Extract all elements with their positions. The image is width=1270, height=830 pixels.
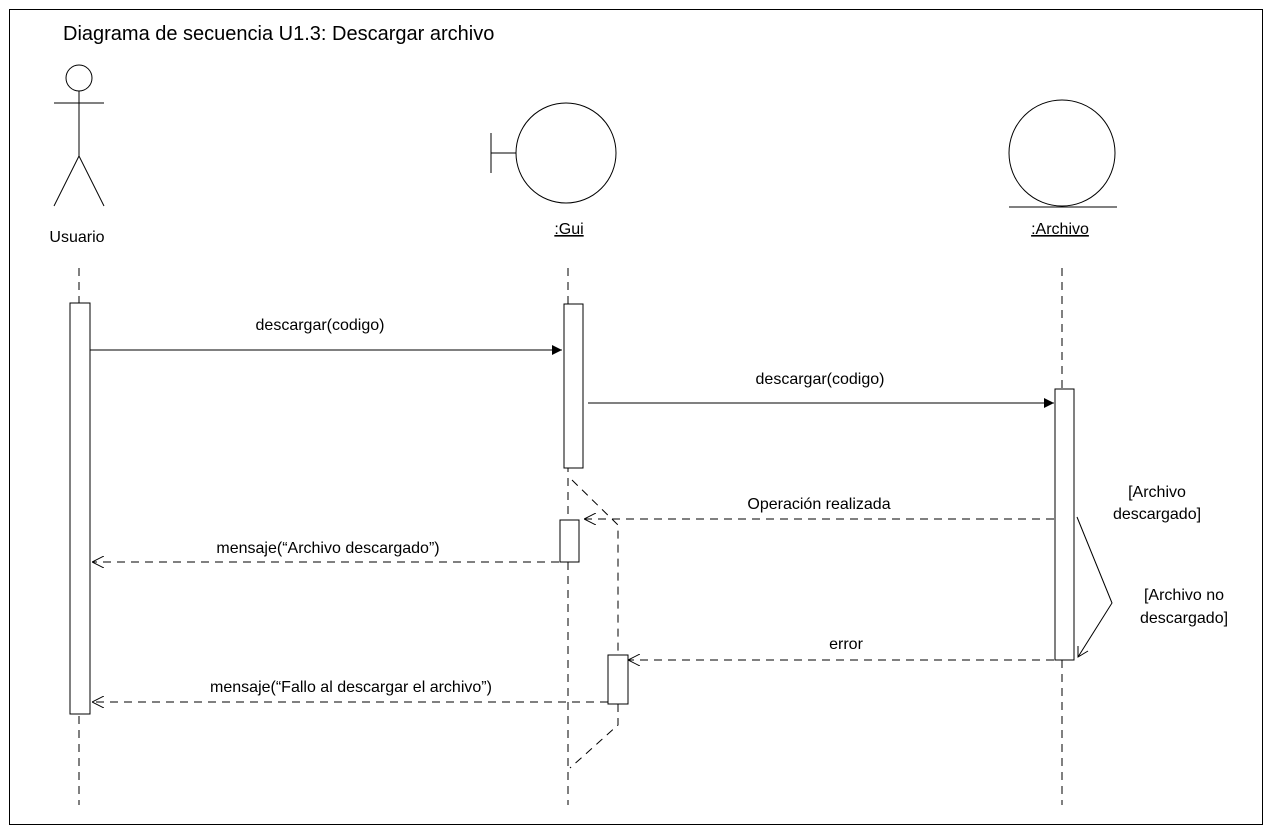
diagram-title: Diagrama de secuencia U1.3: Descargar ar… [63, 23, 494, 45]
activation-usuario [69, 302, 91, 715]
message-label-3: Operación realizada [747, 496, 890, 513]
entity-icon [1008, 99, 1117, 208]
participant-archivo: :Archivo [1008, 99, 1117, 238]
participant-gui: :Gui [490, 102, 617, 238]
guard-success: [Archivo descargado] [1113, 484, 1201, 523]
guard-success-line2: descargado] [1113, 506, 1201, 523]
guard-branch-connector [1076, 516, 1113, 658]
gui-label: :Gui [554, 221, 583, 238]
guard-failure: [Archivo no descargado] [1140, 587, 1228, 627]
activation-archivo [1054, 388, 1075, 661]
guard-branch-arrowhead [1077, 646, 1089, 658]
diagram-frame [9, 9, 1263, 825]
actor-label: Usuario [49, 229, 104, 246]
message-label-6: mensaje(“Fallo al descargar el archivo”) [210, 679, 492, 696]
guard-failure-line1: [Archivo no [1144, 587, 1224, 604]
message-label-2: descargar(codigo) [756, 371, 885, 388]
boundary-icon [490, 102, 617, 204]
message-label-4: mensaje(“Archivo descargado”) [216, 540, 439, 557]
stick-figure-icon [53, 64, 105, 207]
branch-path-gui-end [569, 704, 619, 769]
message-label-5: error [829, 636, 863, 653]
activation-gui-1 [563, 303, 584, 469]
actor-usuario: Usuario [49, 64, 105, 246]
activation-gui-3 [607, 654, 629, 705]
guard-failure-line2: descargado] [1140, 610, 1228, 627]
archivo-label: :Archivo [1031, 221, 1089, 238]
guard-success-line1: [Archivo [1128, 484, 1186, 501]
branch-path-gui [571, 479, 619, 655]
message-label-1: descargar(codigo) [256, 317, 385, 334]
activation-gui-2 [559, 519, 580, 563]
